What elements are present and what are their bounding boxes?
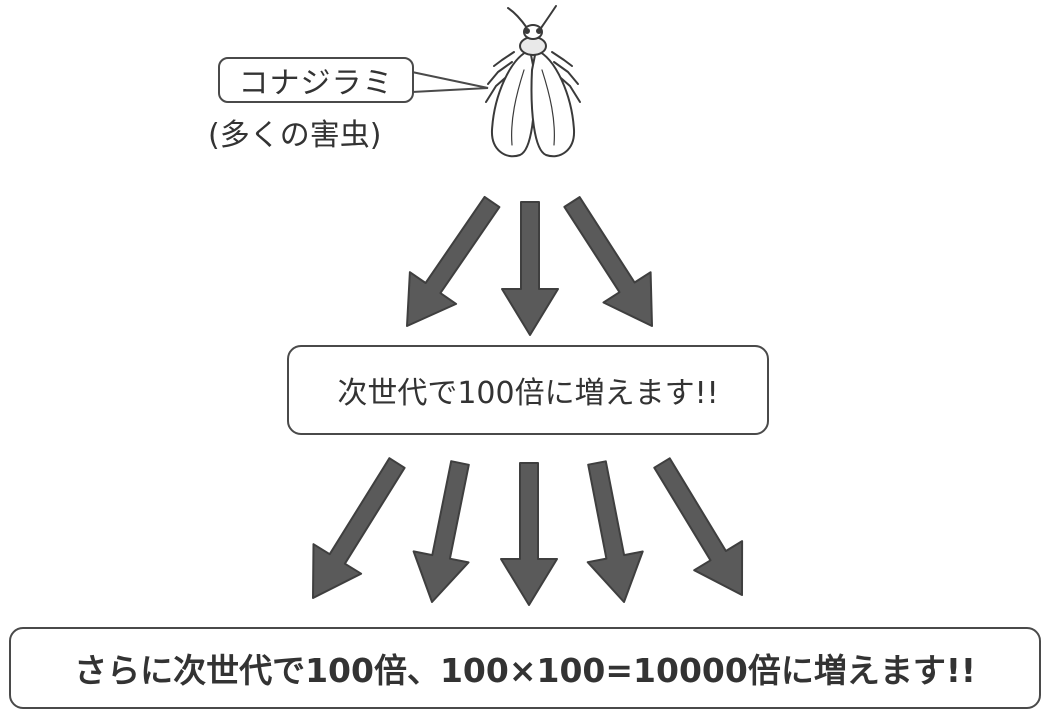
arrow-down-far-left [312, 457, 406, 599]
insect-name-text: コナジラミ [238, 66, 394, 101]
generation-1-text: 次世代で100倍に増えます!! [337, 376, 719, 411]
arrow-down-right [563, 196, 653, 327]
arrow-down [500, 462, 558, 606]
arrow-down-right [586, 460, 644, 603]
generation-1-box: 次世代で100倍に増えます!! [287, 345, 769, 435]
insect-name-label: コナジラミ [218, 57, 414, 103]
generation-2-text: さらに次世代で100倍、100×100=10000倍に増えます!! [74, 651, 976, 690]
insect-note-text: (多くの害虫) [208, 118, 382, 153]
generation-2-box: さらに次世代で100倍、100×100=10000倍に増えます!! [9, 627, 1041, 709]
arrow-down-left [406, 195, 501, 327]
arrow-down-left [412, 460, 470, 603]
whitefly-icon [485, 5, 581, 158]
arrow-down [501, 201, 559, 336]
callout-pointer [411, 71, 489, 93]
bottom-arrows [312, 457, 744, 606]
arrow-down-far-right [653, 457, 744, 596]
top-arrows [406, 195, 653, 336]
